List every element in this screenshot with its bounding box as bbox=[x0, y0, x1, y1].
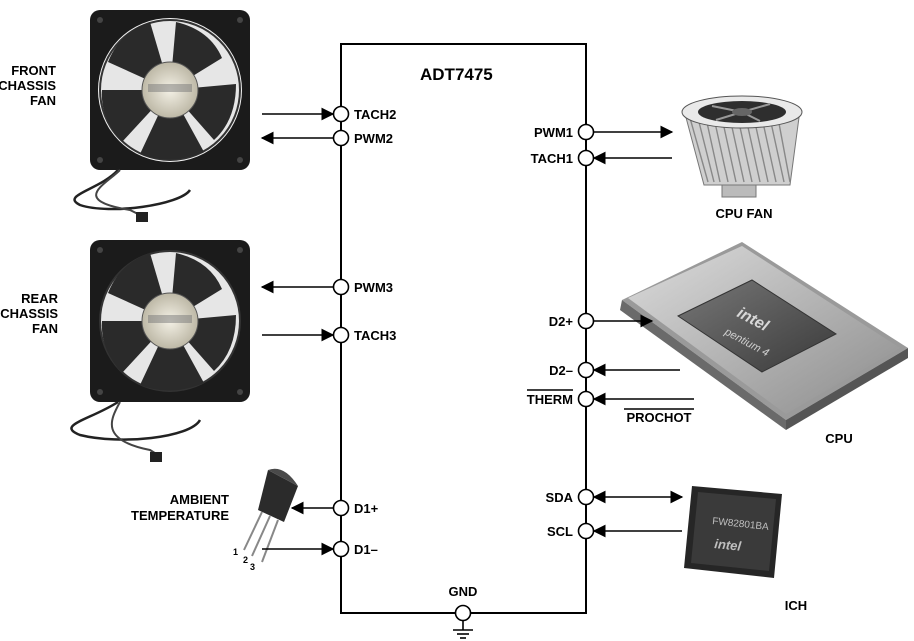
label-tach3: TACH3 bbox=[354, 328, 396, 343]
label-therm: THERM bbox=[527, 392, 573, 407]
transistor-pin-numbers: 1 2 3 bbox=[233, 547, 255, 572]
svg-text:AMBIENT: AMBIENT bbox=[170, 492, 229, 507]
chip-title: ADT7475 bbox=[420, 65, 493, 84]
label-sda: SDA bbox=[546, 490, 574, 505]
label-scl: SCL bbox=[547, 524, 573, 539]
pin-d1-minus bbox=[334, 542, 349, 557]
front-chassis-fan-image bbox=[75, 10, 250, 222]
svg-text:FRONT: FRONT bbox=[11, 63, 56, 78]
pin-pwm2 bbox=[334, 131, 349, 146]
label-d1-plus: D1+ bbox=[354, 501, 379, 516]
ich-brand-marking: intel bbox=[714, 536, 743, 554]
cpu-label: CPU bbox=[825, 431, 852, 446]
svg-text:CHASSIS: CHASSIS bbox=[0, 306, 58, 321]
cpu-fan-image bbox=[682, 96, 802, 197]
pin-tach3 bbox=[334, 328, 349, 343]
prochot-label: PROCHOT bbox=[627, 410, 692, 425]
pin-d2-minus bbox=[579, 363, 594, 378]
pin-therm bbox=[579, 392, 594, 407]
svg-text:FAN: FAN bbox=[32, 321, 58, 336]
ich-label: ICH bbox=[785, 598, 807, 613]
transistor-pin-3: 3 bbox=[250, 562, 255, 572]
svg-text:FAN: FAN bbox=[30, 93, 56, 108]
right-pin-labels: PWM1 TACH1 D2+ D2– THERM SDA SCL bbox=[527, 125, 574, 539]
pin-tach2 bbox=[334, 107, 349, 122]
left-pin-labels: TACH2 PWM2 PWM3 TACH3 D1+ D1– bbox=[354, 107, 396, 557]
ground-symbol bbox=[453, 620, 473, 638]
label-d2-minus: D2– bbox=[549, 363, 573, 378]
label-d2-plus: D2+ bbox=[549, 314, 574, 329]
svg-text:REAR: REAR bbox=[21, 291, 58, 306]
ambient-temperature-label: AMBIENT TEMPERATURE bbox=[131, 492, 229, 523]
front-chassis-fan-label: FRONT CHASSIS FAN bbox=[0, 63, 56, 108]
cpu-image: intel pentium 4 bbox=[620, 242, 908, 430]
label-tach2: TACH2 bbox=[354, 107, 396, 122]
ich-chip-image: FW82801BA intel bbox=[684, 486, 782, 578]
label-d1-minus: D1– bbox=[354, 542, 378, 557]
rear-chassis-fan-label: REAR CHASSIS FAN bbox=[0, 291, 58, 336]
pin-pwm1 bbox=[579, 125, 594, 140]
pin-scl bbox=[579, 524, 594, 539]
svg-text:CHASSIS: CHASSIS bbox=[0, 78, 56, 93]
pin-d2-plus bbox=[579, 314, 594, 329]
pin-pwm3 bbox=[334, 280, 349, 295]
pin-tach1 bbox=[579, 151, 594, 166]
rear-chassis-fan-image bbox=[71, 240, 250, 462]
label-tach1: TACH1 bbox=[531, 151, 573, 166]
pin-sda bbox=[579, 490, 594, 505]
transistor-pin-1: 1 bbox=[233, 547, 238, 557]
pin-gnd bbox=[456, 606, 471, 621]
temperature-transistor-image bbox=[244, 469, 298, 562]
svg-text:TEMPERATURE: TEMPERATURE bbox=[131, 508, 229, 523]
label-pwm1: PWM1 bbox=[534, 125, 573, 140]
label-pwm2: PWM2 bbox=[354, 131, 393, 146]
label-pwm3: PWM3 bbox=[354, 280, 393, 295]
pin-d1-plus bbox=[334, 501, 349, 516]
cpu-fan-label: CPU FAN bbox=[715, 206, 772, 221]
transistor-pin-2: 2 bbox=[243, 555, 248, 565]
label-gnd: GND bbox=[449, 584, 478, 599]
